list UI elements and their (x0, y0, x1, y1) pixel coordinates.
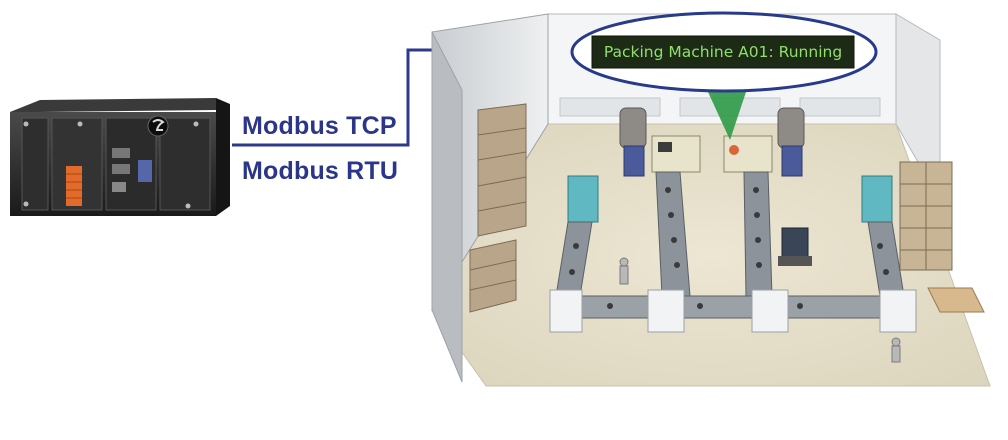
forklift (778, 227, 812, 266)
pac-controller-icon (10, 98, 230, 216)
conveyor-products (569, 187, 889, 309)
modbus-tcp-label: Modbus TCP (242, 112, 397, 140)
indicator-light-beam (708, 92, 746, 140)
machine-silo-right (777, 107, 805, 177)
modbus-rtu-label: Modbus RTU (242, 157, 399, 185)
packing-machine-right (723, 135, 773, 173)
wrapper-machine-right (861, 175, 893, 223)
stations (549, 289, 917, 333)
terminal-block (66, 166, 82, 206)
shelf-boxes-left (469, 103, 527, 313)
status-display (570, 11, 878, 93)
shelf-boxes-right (899, 161, 985, 313)
worker-figures (619, 257, 901, 363)
wrapper-machine-left (567, 175, 599, 223)
machine-silo-left (619, 107, 647, 177)
status-display-text: Packing Machine A01: Running (603, 43, 843, 61)
conveyor-lines (555, 171, 905, 319)
packing-machine-left (651, 135, 701, 173)
